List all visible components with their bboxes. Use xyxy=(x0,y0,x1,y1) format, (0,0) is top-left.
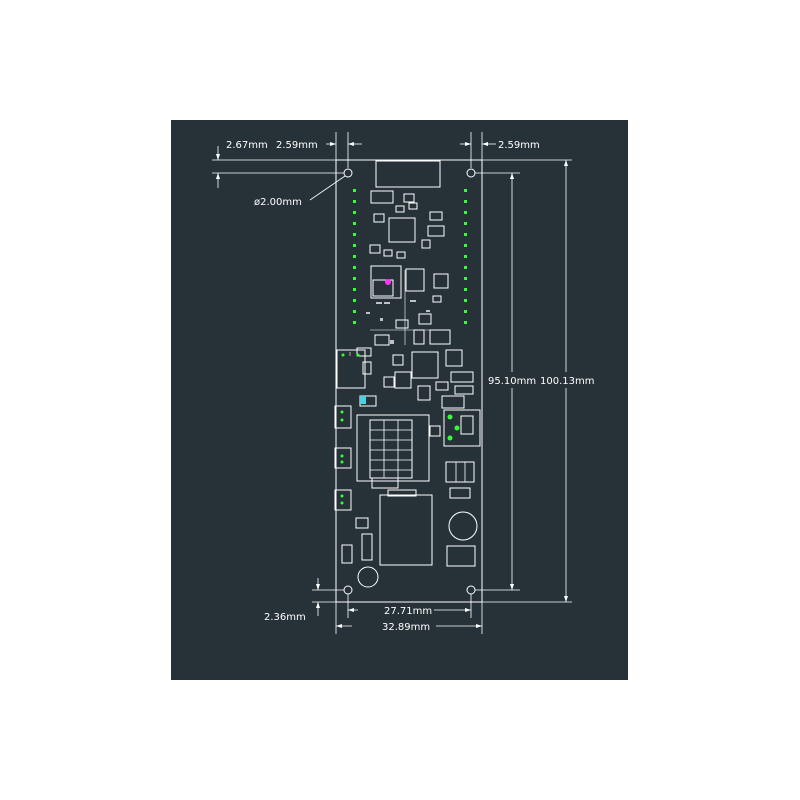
mounting-hole-bottom-right xyxy=(466,585,476,595)
highlight-marker xyxy=(385,279,391,285)
ic-u3 xyxy=(433,273,449,289)
switch xyxy=(357,566,379,588)
mounting-hole-top-right xyxy=(466,168,476,178)
arrowheads xyxy=(216,142,568,628)
dim-board-height: 100.13mm xyxy=(540,376,594,387)
dim-hole-spacing-width: 27.71mm xyxy=(384,606,432,617)
crosshairs xyxy=(349,270,440,356)
usb-connector xyxy=(375,160,441,188)
dim-top-left-inset: 2.59mm xyxy=(276,140,318,151)
dim-bottom-left-offset: 2.36mm xyxy=(264,612,306,623)
antenna-connector xyxy=(443,409,481,447)
ic-u4 xyxy=(411,351,439,379)
mounting-hole-top-left xyxy=(343,168,353,178)
fine-details xyxy=(366,300,430,344)
rf-shield xyxy=(356,414,430,482)
shield-grid xyxy=(370,420,466,482)
dim-hole-diameter: ø2.00mm xyxy=(254,197,302,208)
dim-top-left-offset: 2.67mm xyxy=(226,140,268,151)
led-cyan xyxy=(360,396,366,404)
buzzer xyxy=(448,511,478,541)
dim-top-right-inset: 2.59mm xyxy=(498,140,540,151)
ic-u1 xyxy=(388,217,416,243)
mounting-hole-bottom-left xyxy=(343,585,353,595)
dimension-labels: 2.67mm 2.59mm 2.59mm ø2.00mm 95.10mm 100… xyxy=(226,140,594,633)
dim-hole-spacing-height: 95.10mm xyxy=(488,376,536,387)
components xyxy=(334,160,481,588)
drawing-background xyxy=(171,120,628,680)
header-pins xyxy=(340,189,467,505)
dim-board-width: 32.89mm xyxy=(382,622,430,633)
board-outline xyxy=(335,159,483,603)
